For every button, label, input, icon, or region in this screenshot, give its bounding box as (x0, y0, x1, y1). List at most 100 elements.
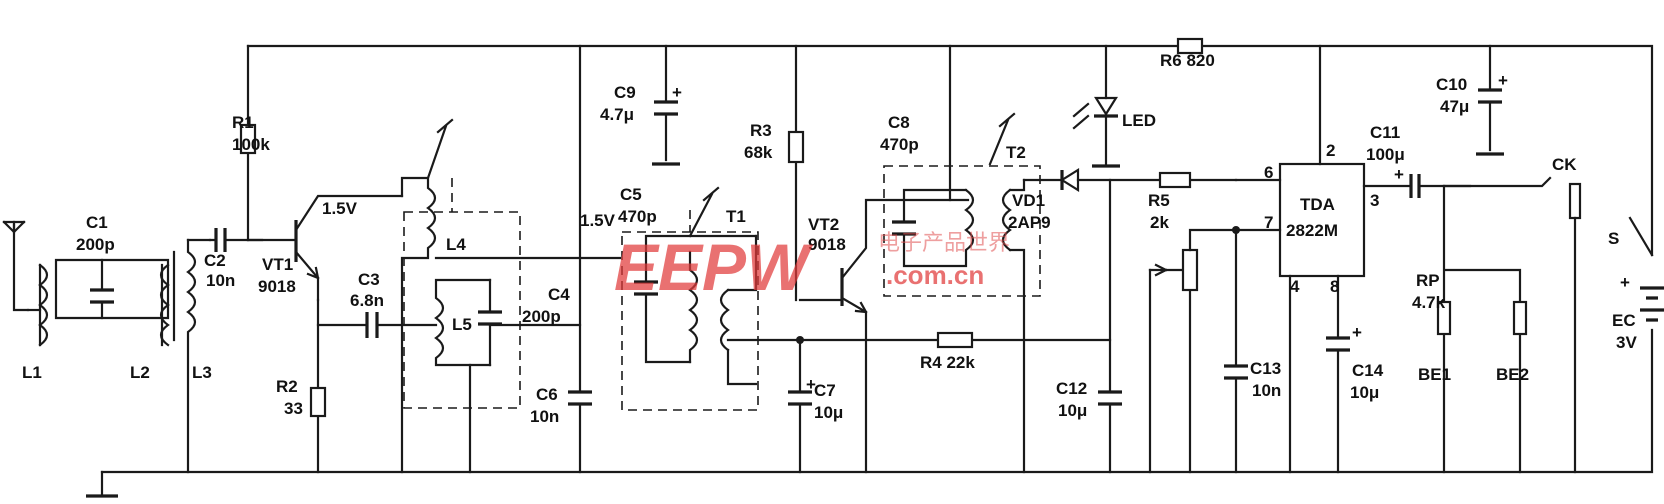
speakers (1436, 184, 1528, 474)
c7-name: C7 (814, 381, 836, 400)
pin-8: 8 (1330, 277, 1339, 296)
c9-value: 4.7μ (600, 105, 634, 124)
vt2-voltage: 1.5V (580, 211, 616, 230)
c13-value: 10n (1252, 381, 1281, 400)
r2-name: R2 (276, 377, 298, 396)
capacitor-c9: + (652, 44, 682, 166)
watermark-cn: 电子产品世界 (878, 231, 1010, 256)
watermark-logo: EEPW (614, 230, 813, 304)
resistor-r6 (1176, 37, 1204, 55)
c4-value: 200p (522, 307, 561, 326)
supply-rail (246, 44, 1654, 257)
c8-name: C8 (888, 113, 910, 132)
ground-rail (86, 328, 1654, 498)
pin-4: 4 (1290, 277, 1300, 296)
transformer-t1 (634, 186, 802, 386)
resistor-r4 (798, 331, 1112, 349)
watermark: EEPW .com.cn 电子产品世界 (614, 230, 1010, 304)
c1-name: C1 (86, 213, 108, 232)
c14-name: C14 (1352, 361, 1384, 380)
c5-name: C5 (620, 185, 642, 204)
shield-can-l4-l5 (403, 178, 521, 409)
t2-label: T2 (1006, 143, 1026, 162)
c6-value: 10n (530, 407, 559, 426)
vt2-name: VT2 (808, 215, 839, 234)
resistor-r5 (1098, 171, 1192, 474)
svg-text:+: + (1620, 273, 1630, 292)
l1-label: L1 (22, 363, 42, 382)
c9-name: C9 (614, 83, 636, 102)
r3-value: 68k (744, 143, 773, 162)
be2-label: BE2 (1496, 365, 1529, 384)
led-label: LED (1122, 111, 1156, 130)
l3-label: L3 (192, 363, 212, 382)
svg-text:+: + (1498, 71, 1508, 90)
c12-value: 10μ (1058, 401, 1087, 420)
capacitor-c10: + (1476, 44, 1508, 156)
ic-tda2822m (1234, 44, 1472, 474)
r1-name: R1 (232, 113, 254, 132)
c2-name: C2 (204, 251, 226, 270)
capacitor-c7: + (788, 336, 816, 474)
coil-l4 (400, 118, 454, 474)
capacitor-c1 (54, 258, 170, 320)
c10-name: C10 (1436, 75, 1467, 94)
coil-l3 (172, 238, 212, 474)
c3-value: 6.8n (350, 291, 384, 310)
r3-name: R3 (750, 121, 772, 140)
c11-value: 100μ (1366, 145, 1405, 164)
pin-3: 3 (1370, 191, 1379, 210)
pin-6: 6 (1264, 163, 1273, 182)
c3-name: C3 (358, 270, 380, 289)
ec-name: EC (1612, 311, 1636, 330)
c8-value: 470p (880, 135, 919, 154)
capacitor-c3 (316, 312, 438, 338)
svg-text:+: + (806, 375, 816, 394)
volume-potentiometer (1148, 228, 1238, 474)
l2-label: L2 (130, 363, 150, 382)
coil-l2 (38, 263, 170, 347)
c10-value: 47μ (1440, 97, 1469, 116)
transistor-vt1 (246, 194, 404, 302)
c13-name: C13 (1250, 359, 1281, 378)
resistor-r1 (239, 44, 257, 242)
capacitor-c13 (1224, 226, 1248, 474)
r5-name: R5 (1148, 191, 1170, 210)
svg-text:+: + (1394, 165, 1404, 184)
rp-value: 4.7k (1412, 293, 1446, 312)
c5-value: 470p (618, 207, 657, 226)
c2-value: 10n (206, 271, 235, 290)
c4-name: C4 (548, 285, 570, 304)
pin-2: 2 (1326, 141, 1335, 160)
r4-label: R4 22k (920, 353, 975, 372)
switch-label: S (1608, 229, 1619, 248)
pin-7: 7 (1264, 213, 1273, 232)
l5-label: L5 (452, 315, 472, 334)
resistor-r2 (309, 298, 327, 474)
watermark-url: .com.cn (886, 260, 984, 290)
ec-value: 3V (1616, 333, 1637, 352)
l4-label: L4 (446, 235, 466, 254)
svg-text:+: + (672, 83, 682, 102)
earphone-jack-ck (1442, 176, 1582, 474)
r6-label: R6 820 (1160, 51, 1215, 70)
ic-part: 2822M (1286, 221, 1338, 240)
svg-text:+: + (1352, 323, 1362, 342)
c1-value: 200p (76, 235, 115, 254)
r5-value: 2k (1150, 213, 1169, 232)
t1-label: T1 (726, 207, 746, 226)
capacitor-c6 (568, 44, 592, 474)
rp-name: RP (1416, 271, 1440, 290)
shield-can-t1 (621, 210, 759, 411)
antenna (2, 220, 30, 312)
ic-name: TDA (1300, 195, 1335, 214)
battery-ec: + (1620, 273, 1664, 322)
vt1-name: VT1 (262, 255, 293, 274)
vt1-voltage: 1.5V (322, 199, 358, 218)
led (1072, 44, 1120, 168)
transformer-t2 (892, 44, 1026, 474)
c14-value: 10μ (1350, 383, 1379, 402)
transistor-vt2 (798, 198, 970, 474)
capacitor-c14: + (1326, 323, 1362, 352)
vd1-name: VD1 (1012, 191, 1045, 210)
